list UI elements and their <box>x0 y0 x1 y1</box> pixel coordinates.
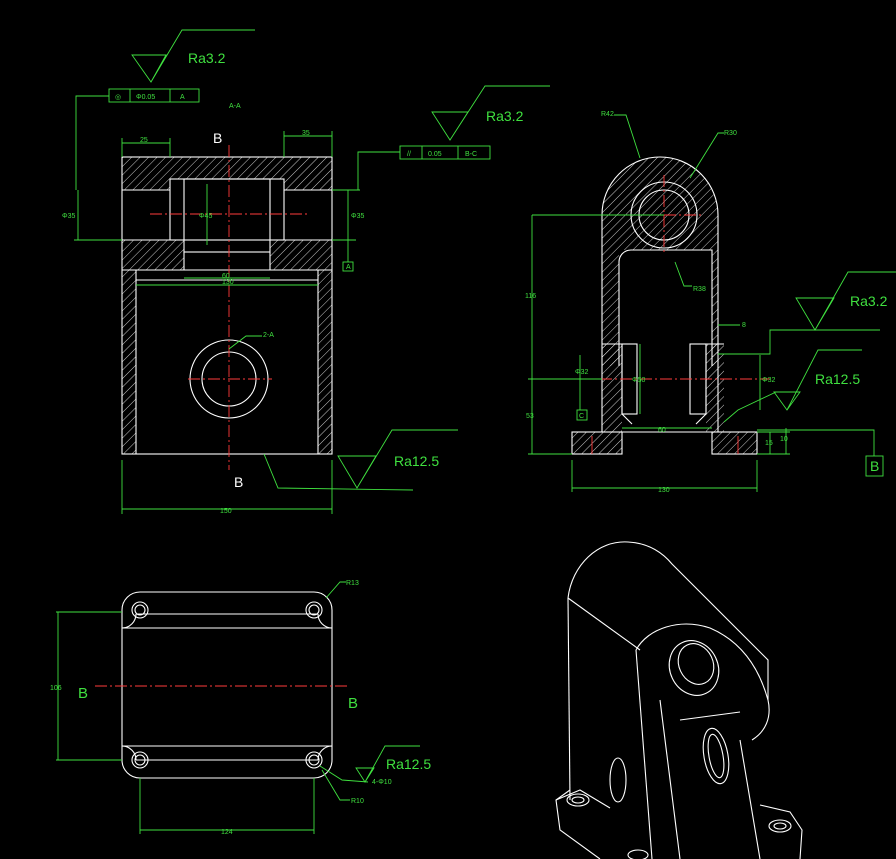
section-title: A-A <box>229 103 241 110</box>
dim-8: 8 <box>742 322 746 329</box>
tol-datum: B-C <box>465 151 477 158</box>
dim-r42: R42 <box>601 111 614 118</box>
dim-60: 60 <box>222 273 230 280</box>
side-roughness-a: Ra3.2 <box>718 271 896 355</box>
cut-label-bottom: B <box>234 474 243 490</box>
dim-r38: R38 <box>693 286 706 293</box>
dim-150: 150 <box>220 508 232 515</box>
roughness-symbol-top: Ra3.2 <box>131 29 255 83</box>
cut-label-right: B <box>348 695 358 712</box>
dim-130: 130 <box>658 487 670 494</box>
roughness-value: Ra12.5 <box>815 371 860 387</box>
plan-dimensions: R13 106 B B 4-Φ10 Ra12.5 R10 124 <box>50 580 431 836</box>
roughness-value: Ra3.2 <box>188 50 226 66</box>
datum-c: C <box>579 413 584 420</box>
side-roughness-b: Ra12.5 <box>723 349 862 423</box>
dim-106: 106 <box>50 685 62 692</box>
tol-symbol: ◎ <box>115 94 121 101</box>
section-outline <box>121 156 333 455</box>
dim-r10: R10 <box>351 798 364 805</box>
roughness-value: Ra12.5 <box>386 756 431 772</box>
datum-b-tag: B <box>757 429 884 477</box>
isometric-view <box>555 541 803 859</box>
dim-r13: R13 <box>346 580 359 587</box>
dim-116: 116 <box>525 293 536 300</box>
plan-outline <box>121 591 333 779</box>
tolerance-frame-left: ◎ Φ0.05 A <box>75 88 200 190</box>
section-view: A-A B B Ra3.2 ◎ Φ0.05 A Ra3.2 // <box>62 29 550 515</box>
tol-value: 0.05 <box>428 151 442 158</box>
dim-phi35-left: Φ35 <box>62 213 75 220</box>
dim-phi32-right: Φ32 <box>762 377 775 384</box>
roughness-value: Ra3.2 <box>850 293 888 309</box>
dim-r30: R30 <box>724 130 737 137</box>
dim-25: 25 <box>140 137 148 144</box>
side-dimensions: R42 R30 R38 116 53 8 Φ32 C Φ50 Φ32 60 <box>525 111 790 494</box>
cut-label-top: B <box>213 130 222 146</box>
dim-35: 35 <box>302 130 310 137</box>
dim-phi32-left: Φ32 <box>575 369 588 376</box>
dim-60: 60 <box>658 427 666 434</box>
dim-53: 53 <box>526 413 534 420</box>
plan-view: R13 106 B B 4-Φ10 Ra12.5 R10 124 <box>50 580 431 836</box>
roughness-value: Ra3.2 <box>486 108 524 124</box>
tol-datum: A <box>180 94 185 101</box>
cut-label-left: B <box>78 685 88 702</box>
side-hatching <box>572 157 757 454</box>
dim-phi50: Φ50 <box>632 377 645 384</box>
dim-10: 10 <box>780 436 788 443</box>
datum-a: A <box>346 264 351 271</box>
section-hatching <box>122 157 332 454</box>
side-view: R42 R30 R38 116 53 8 Φ32 C Φ50 Φ32 60 <box>525 111 896 494</box>
hole-note: 2-A <box>263 332 274 339</box>
dim-phi35-right: Φ35 <box>351 213 364 220</box>
tol-symbol: // <box>407 151 411 158</box>
roughness-value: Ra12.5 <box>394 453 439 469</box>
section-dimensions: 25 35 Φ35 Φ45 Φ35 A 60 130 2-A <box>62 130 364 515</box>
datum-b: B <box>870 458 879 474</box>
roughness-symbol-right: Ra3.2 <box>431 85 550 141</box>
tolerance-frame-right: // 0.05 B-C <box>357 145 491 190</box>
dim-130: 130 <box>222 279 234 286</box>
dim-phi45: Φ45 <box>199 213 212 220</box>
dim-15: 15 <box>765 440 773 447</box>
dim-124: 124 <box>221 829 233 836</box>
tol-value: Φ0.05 <box>136 94 155 101</box>
roughness-symbol-bottom: Ra12.5 <box>263 429 458 491</box>
hole-callout: 4-Φ10 <box>372 779 392 786</box>
